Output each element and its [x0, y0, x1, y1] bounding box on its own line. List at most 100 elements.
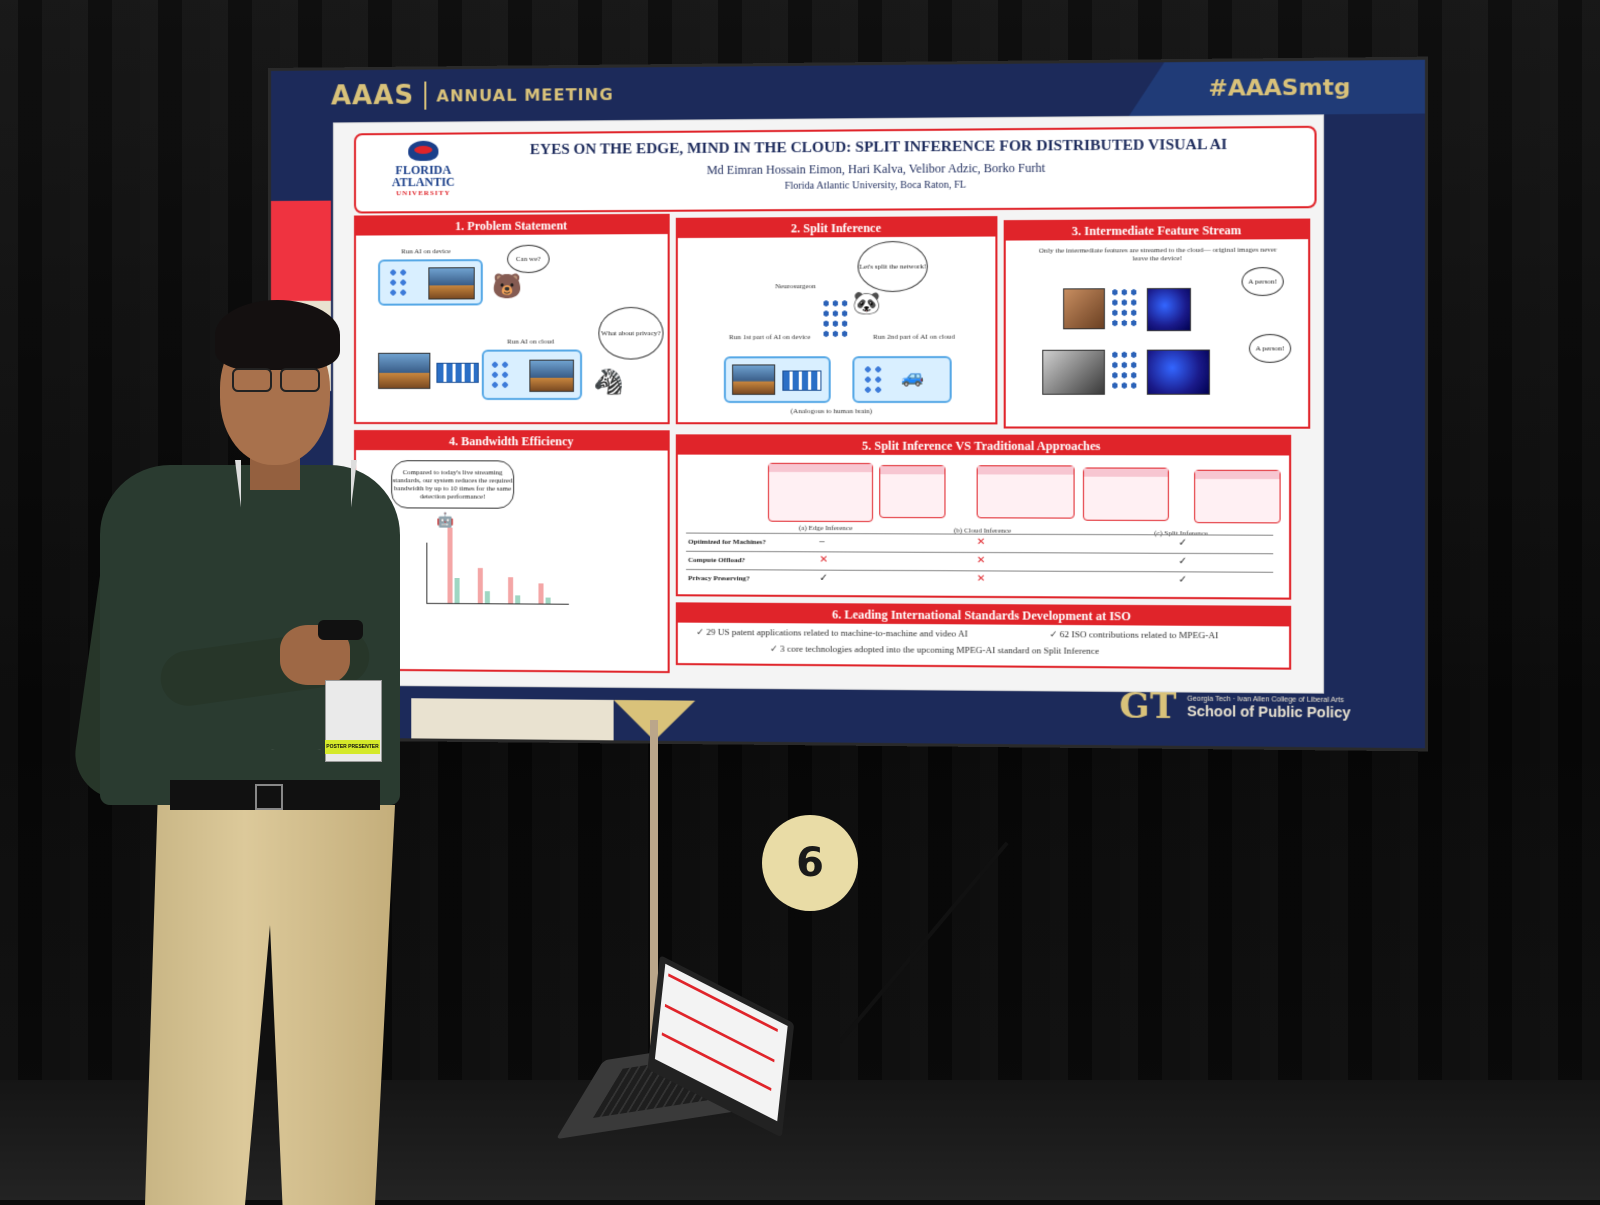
pipeline-header	[1195, 470, 1280, 480]
device-box	[723, 356, 831, 403]
speech-bubble: A person!	[1241, 267, 1284, 297]
part1-label: Run 1st part of AI on device	[728, 332, 811, 342]
presenter-ribbon: POSTER PRESENTER	[325, 740, 380, 754]
bear-icon: 🐻	[491, 274, 523, 301]
network-icon	[1110, 349, 1138, 391]
network-icon	[1110, 287, 1138, 329]
display-screen: AAAS ANNUAL MEETING #AAASmtg GT Georgia …	[268, 56, 1429, 752]
pipeline-diagram	[1082, 467, 1169, 521]
decor-bottom-block	[411, 698, 614, 741]
feature-map	[1146, 349, 1210, 395]
hashtag: #AAASmtg	[1208, 74, 1351, 102]
cloud-box: 🚙	[852, 356, 952, 403]
aaas-mark: AAAS	[330, 80, 415, 112]
comparison-table: Optimized for Machines? – ✕ ✓ Compute Of…	[686, 532, 1274, 591]
fau-logo: FLORIDA ATLANTIC UNIVERSITY	[378, 140, 469, 197]
section-title: 6. Leading International Standards Devel…	[677, 604, 1290, 627]
section-title: 5. Split Inference VS Traditional Approa…	[677, 436, 1290, 456]
part2-label: Run 2nd part of AI on cloud	[873, 332, 955, 341]
gt-text: Georgia Tech · Ivan Allen College of Lib…	[1187, 695, 1351, 720]
face-image	[1042, 349, 1105, 395]
poster-affiliation: Florida Atlantic University, Boca Raton,…	[784, 179, 967, 192]
panda-icon: 🐼	[852, 290, 881, 316]
stream-arrow	[436, 362, 479, 383]
row-label: Compute Offload?	[688, 555, 746, 565]
face-image	[1063, 288, 1105, 330]
network-icon	[862, 364, 884, 395]
section-title: 3. Intermediate Feature Stream	[1005, 220, 1309, 241]
logo-divider	[424, 81, 427, 110]
network-icon	[388, 267, 409, 298]
bar	[484, 591, 490, 604]
gt-school: School of Public Policy	[1186, 702, 1351, 721]
belt-buckle	[255, 784, 283, 810]
poster-title: EYES ON THE EDGE, MIND IN THE CLOUD: SPL…	[529, 136, 1228, 159]
presenter: POSTER PRESENTER	[69, 300, 420, 1205]
pipeline-header	[977, 466, 1074, 475]
section-intermediate-feature-stream: 3. Intermediate Feature Stream Only the …	[1003, 218, 1311, 429]
bar	[477, 567, 483, 604]
cross-icon: ✕	[976, 573, 986, 585]
neurosurgeon-label: Neurosurgeon	[775, 282, 816, 291]
glasses-icon	[232, 368, 320, 392]
check-icon: ✓	[1178, 555, 1188, 568]
section-split-inference: 2. Split Inference Let's split the netwo…	[675, 216, 998, 425]
section-title: 1. Problem Statement	[356, 215, 668, 236]
cloud-box	[481, 349, 583, 400]
bar	[447, 527, 453, 604]
fau-line2: ATLANTIC	[391, 174, 455, 190]
bar	[508, 577, 514, 604]
car-result-icon: 🚙	[900, 366, 925, 387]
bar	[515, 595, 521, 604]
poster-authors: Md Eimran Hossain Eimon, Hari Kalva, Vel…	[706, 160, 1046, 178]
edge-inference-label: (a) Edge Inference	[798, 523, 853, 533]
display-stripe	[661, 1032, 772, 1091]
khaki-pants	[145, 805, 395, 1205]
pipeline-diagram	[1194, 469, 1281, 524]
floor	[0, 1080, 1600, 1200]
annual-meeting-label: ANNUAL MEETING	[436, 84, 614, 106]
pipeline-diagram	[767, 462, 874, 523]
presentation-remote	[318, 620, 363, 640]
feature-caption: Only the intermediate features are strea…	[1038, 245, 1277, 263]
pipeline-header	[880, 466, 945, 475]
cross-icon: ✕	[976, 536, 986, 548]
pipeline-header	[769, 463, 872, 473]
lens	[232, 368, 272, 392]
bullet-patents: ✓ 29 US patent applications related to m…	[696, 626, 968, 639]
owl-icon	[408, 140, 439, 162]
cloud-label: Run AI on cloud	[507, 337, 555, 346]
check-icon: ✓	[1178, 537, 1188, 549]
poster-header: FLORIDA ATLANTIC UNIVERSITY EYES ON THE …	[354, 125, 1317, 214]
booth-number: 6	[762, 815, 858, 911]
network-icon	[489, 359, 511, 390]
car-image	[529, 359, 574, 392]
pipeline-header	[1084, 468, 1168, 477]
row-label: Privacy Preserving?	[688, 574, 750, 583]
device-label: Run AI on device	[401, 247, 451, 256]
fau-line3: UNIVERSITY	[396, 188, 451, 198]
section-title: 2. Split Inference	[677, 218, 996, 239]
analogy-caption: (Analogous to human brain)	[790, 407, 873, 416]
decor-red-block	[270, 200, 331, 301]
lens	[280, 368, 320, 392]
pipeline-diagram	[976, 465, 1075, 519]
cross-icon: ✕	[819, 554, 829, 566]
zebra-icon: 🦓	[593, 369, 624, 396]
car-image	[732, 364, 776, 395]
device-box	[378, 259, 483, 306]
check-icon: ✓	[1178, 574, 1188, 586]
presenter-hair	[215, 300, 340, 370]
bar	[545, 597, 551, 604]
section-standards: 6. Leading International Standards Devel…	[675, 602, 1292, 670]
screen-stand-pole	[650, 720, 658, 1080]
row-label: Optimized for Machines?	[688, 537, 767, 547]
network-icon	[821, 298, 849, 339]
speech-bubble: Can we?	[507, 244, 550, 274]
bandwidth-bar-chart	[426, 527, 569, 605]
bullet-iso: ✓ 62 ISO contributions related to MPEG-A…	[1049, 629, 1219, 641]
car-image	[428, 267, 475, 300]
bar	[538, 583, 544, 604]
pipeline-diagram	[879, 465, 946, 519]
speech-bubble: A person!	[1248, 333, 1292, 363]
